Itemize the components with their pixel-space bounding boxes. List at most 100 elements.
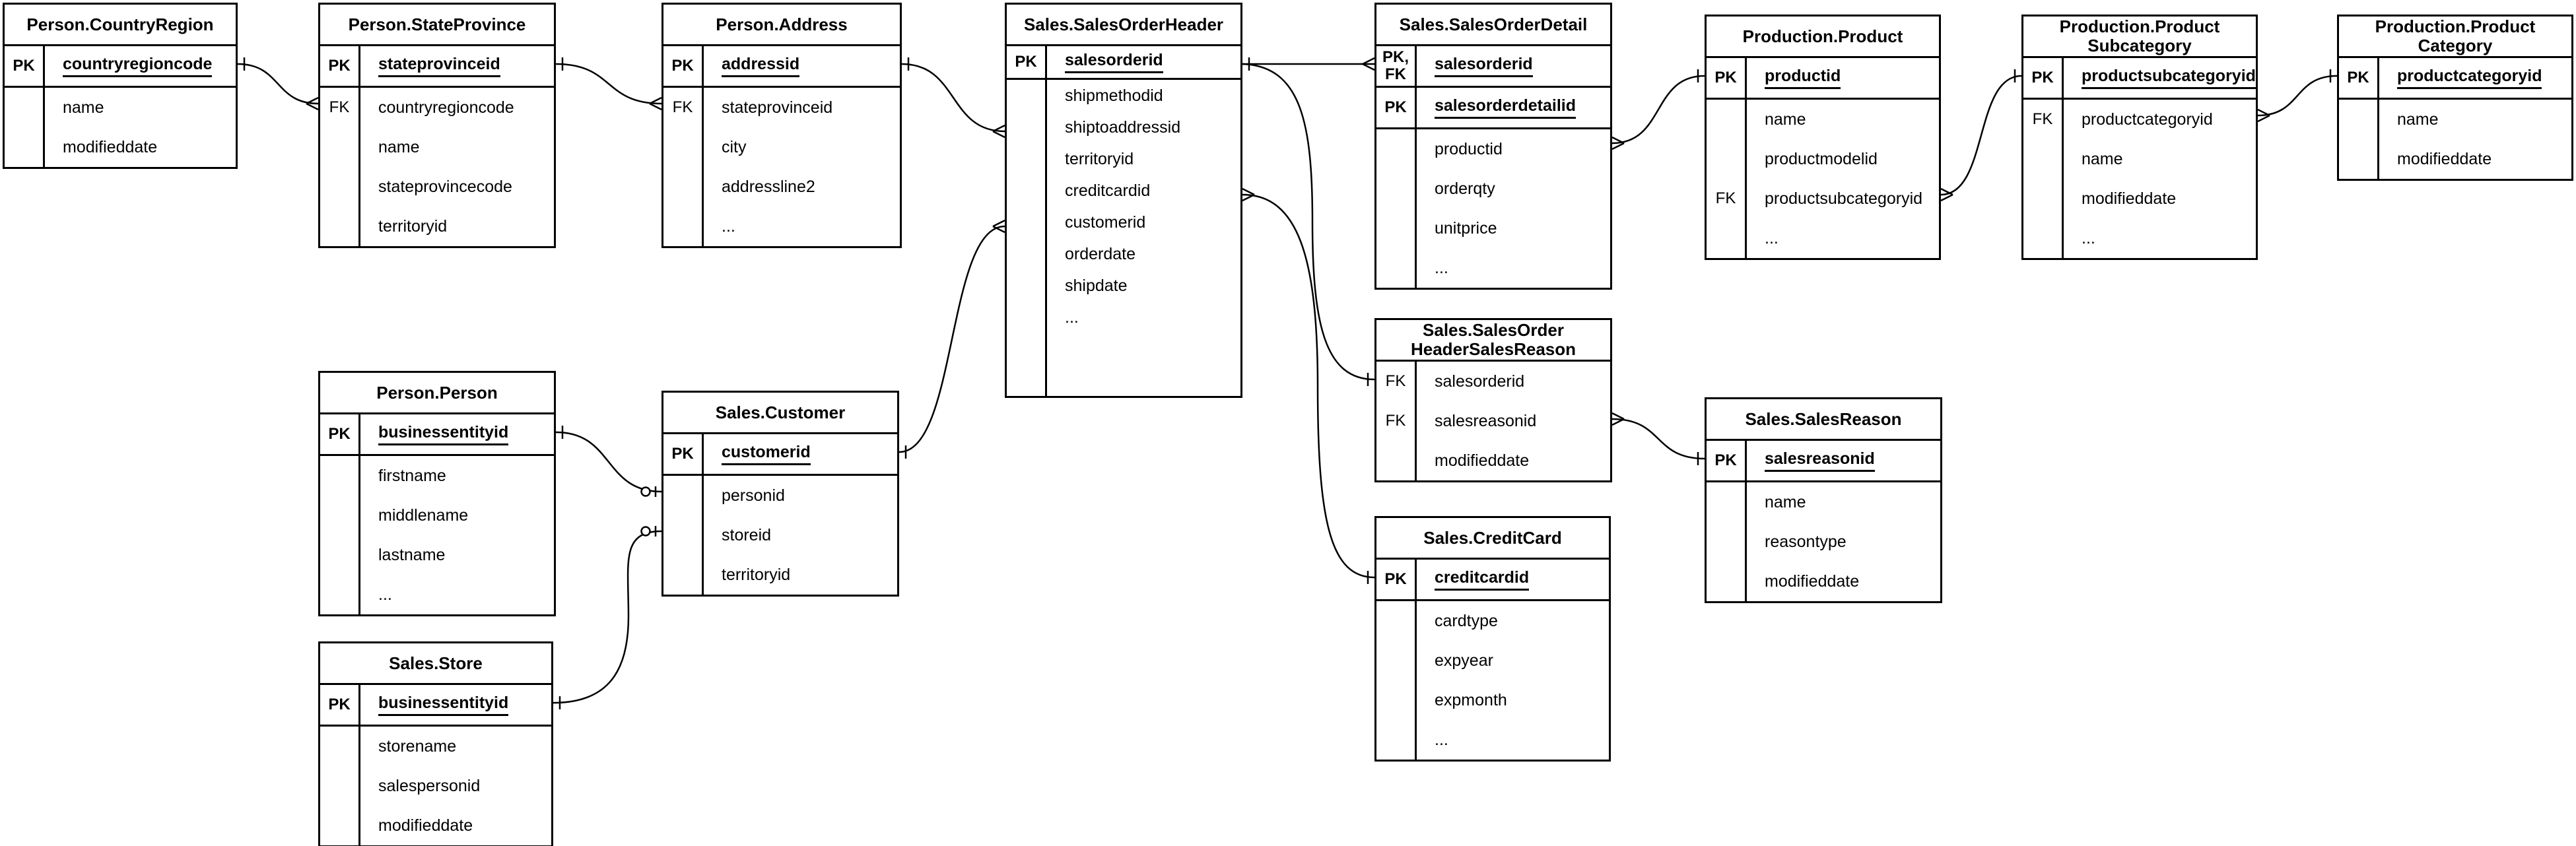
field-row[interactable]: name [320,127,554,167]
field-cell: territoryid [1047,143,1240,175]
field-name: productsubcategoryid [2082,67,2256,89]
field-row[interactable]: FK salesreasonid [1376,401,1610,441]
relationship-stateprovince-address [555,63,662,105]
field-row[interactable]: modifieddate [5,127,236,167]
field-row[interactable]: territoryid [320,207,554,246]
field-name: shiptoaddressid [1065,117,1181,137]
field-row[interactable]: name [1707,100,1939,139]
key-label [1376,441,1417,480]
field-row[interactable]: expmonth [1376,680,1609,720]
field-row[interactable]: ... [1376,248,1610,288]
field-row[interactable]: salespersonid [320,766,551,806]
field-row[interactable]: orderdate [1007,238,1240,270]
field-row[interactable]: city [663,127,900,167]
field-row[interactable]: reasontype [1707,522,1940,562]
key-label [320,207,360,246]
field-row[interactable]: shiptoaddressid [1007,112,1240,143]
field-row[interactable]: territoryid [663,555,897,595]
field-row[interactable]: productid [1376,129,1610,169]
field-row[interactable]: ... [2023,218,2256,258]
field-row[interactable]: expyear [1376,641,1609,680]
key-label: PK [5,46,45,86]
key-label: FK [1376,401,1417,441]
key-label: PK [1007,46,1047,78]
field-cell: ... [1747,218,1939,258]
field-row[interactable]: ... [1007,302,1240,333]
field-row[interactable]: ... [1376,720,1609,760]
field-row[interactable]: name [1707,482,1940,522]
field-name: cardtype [1435,611,1498,630]
key-label [663,127,704,167]
field-row[interactable]: modifieddate [2339,139,2571,179]
field-cell: territoryid [704,555,897,595]
field-row[interactable]: ... [663,207,900,246]
field-row[interactable]: cardtype [1376,601,1609,641]
field-row[interactable]: name [2023,139,2256,179]
field-name: salesreasonid [1435,411,1537,430]
field-row[interactable]: lastname [320,535,554,575]
key-label [1376,601,1417,641]
field-row[interactable]: territoryid [1007,143,1240,175]
field-row[interactable]: personid [663,476,897,515]
field-name: creditcardid [1065,181,1151,200]
field-row[interactable]: name [5,88,236,127]
field-row[interactable]: shipdate [1007,270,1240,302]
field-row[interactable]: orderqty [1376,169,1610,209]
field-row[interactable]: storename [320,727,551,766]
field-row[interactable]: storeid [663,515,897,555]
field-row[interactable]: ... [320,575,554,614]
field-row[interactable]: firstname [320,456,554,496]
field-row[interactable]: modifieddate [320,806,551,845]
field-row[interactable]: shipmethodid [1007,80,1240,112]
field-row[interactable]: middlename [320,496,554,535]
field-row[interactable]: unitprice [1376,209,1610,248]
field-row[interactable]: productmodelid [1707,139,1939,179]
field-row[interactable]: name [2339,100,2571,139]
field-row[interactable]: ... [1707,218,1939,258]
field-row[interactable]: creditcardid [1007,175,1240,207]
field-row[interactable]: modifieddate [1376,441,1610,480]
field-row[interactable]: modifieddate [2023,179,2256,218]
field-row[interactable]: modifieddate [1707,562,1940,601]
field-row[interactable]: stateprovincecode [320,167,554,207]
field-row[interactable]: customerid [1007,207,1240,238]
field-row[interactable]: addressline2 [663,167,900,207]
